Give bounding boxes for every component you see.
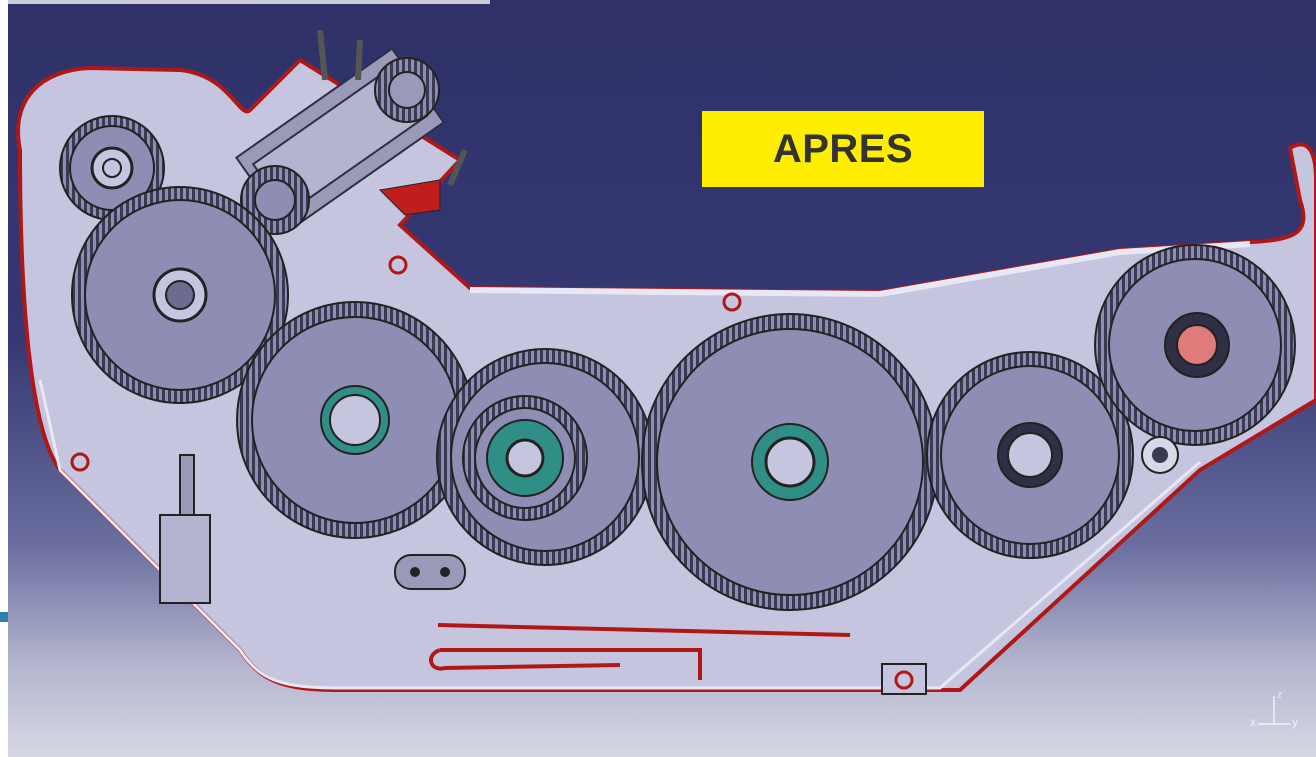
axis-label-z: z xyxy=(1277,690,1282,701)
gear-mid-right xyxy=(926,351,1134,559)
axis-triad-icon[interactable]: z x y xyxy=(1244,686,1304,732)
gear-mid-left xyxy=(236,301,474,539)
axis-label-y: y xyxy=(1292,715,1298,729)
label-box: APRES xyxy=(702,111,984,187)
motor-assembly xyxy=(234,29,468,235)
toolbar-strip xyxy=(0,0,490,4)
axis-label-x: x xyxy=(1250,715,1256,729)
gear-left-large xyxy=(71,186,289,404)
support-post xyxy=(159,454,211,604)
housing-inner-rail xyxy=(38,379,1201,690)
gear-right-upper xyxy=(1094,244,1296,446)
left-marker xyxy=(0,612,8,622)
gear-small-top-left xyxy=(59,115,165,221)
label-text: APRES xyxy=(772,126,914,171)
fixing-hole-1 xyxy=(388,255,408,275)
link-plate xyxy=(394,554,466,590)
fixing-hole-3 xyxy=(70,452,90,472)
gear-center-large xyxy=(641,313,939,611)
fixing-hole-2 xyxy=(722,292,742,312)
viewport-left-border xyxy=(0,0,8,757)
gear-center-left xyxy=(436,348,654,566)
spring-clip xyxy=(429,623,851,680)
